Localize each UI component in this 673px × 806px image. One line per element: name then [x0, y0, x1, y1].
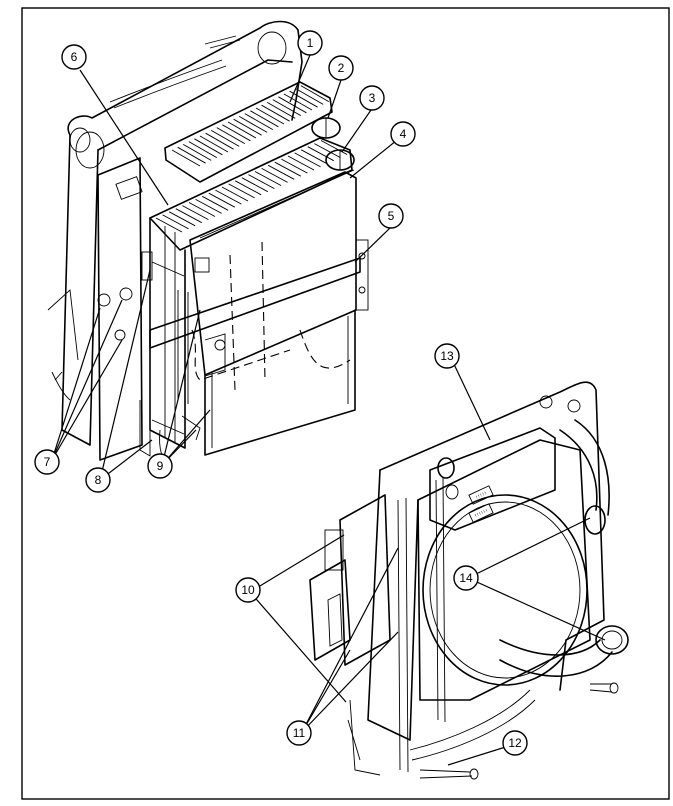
callout-2: 2: [328, 55, 354, 81]
callout-label-1: 1: [307, 36, 314, 50]
callout-label-10: 10: [241, 583, 255, 597]
decal-text-1: !!!!!: [474, 490, 487, 500]
callout-label-14: 14: [459, 571, 473, 585]
decal-text-2: !!!!!!: [473, 508, 488, 519]
callout-label-13: 13: [440, 349, 454, 363]
figure-border: [21, 7, 670, 800]
callout-9: 9: [147, 453, 173, 479]
oil-cooler-fins: [171, 85, 330, 167]
callout-10: 10: [235, 577, 261, 603]
callout-label-4: 4: [400, 127, 407, 141]
callout-13: 13: [434, 343, 460, 369]
callout-14: 14: [453, 565, 479, 591]
callout-4: 4: [390, 121, 416, 147]
callout-label-6: 6: [71, 50, 78, 64]
callout-label-5: 5: [388, 209, 395, 223]
callout-label-2: 2: [338, 61, 345, 75]
callout-label-9: 9: [157, 459, 164, 473]
cooling-package-rear-view: !!!!! !!!!!!: [309, 381, 629, 780]
callout-11: 11: [286, 720, 312, 746]
callout-label-11: 11: [293, 726, 306, 740]
callout-12: 12: [502, 730, 528, 756]
fuel-cooler-fins: [155, 140, 348, 233]
callout-6: 6: [61, 44, 87, 70]
callout-1: 1: [297, 30, 323, 56]
callout-label-7: 7: [44, 455, 51, 469]
callout-label-3: 3: [369, 91, 376, 105]
callout-8: 8: [85, 467, 111, 493]
leader-lines: [51, 54, 606, 766]
callout-label-8: 8: [95, 473, 102, 487]
cooling-package-front-view: [47, 20, 369, 469]
callout-5: 5: [378, 203, 404, 229]
callout-7: 7: [34, 449, 60, 475]
callout-label-12: 12: [508, 736, 522, 750]
callout-3: 3: [359, 85, 385, 111]
